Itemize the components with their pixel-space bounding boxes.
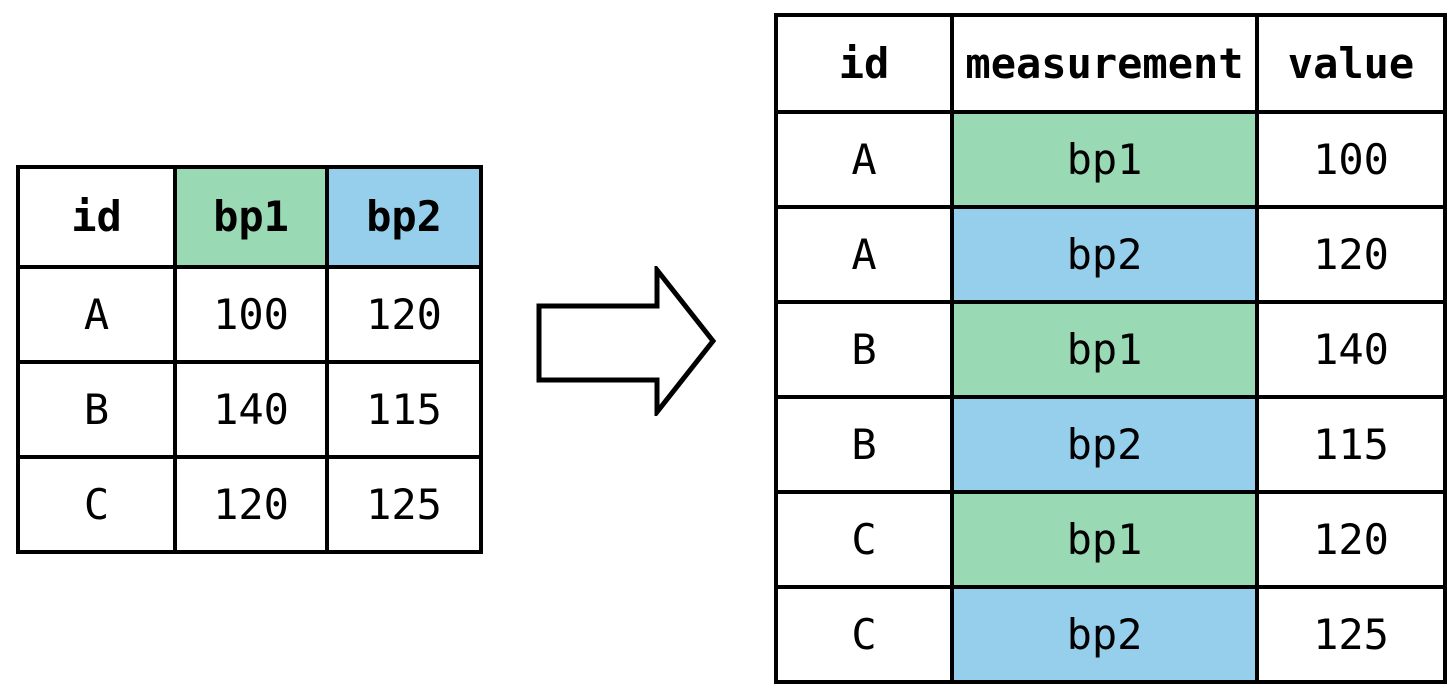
- long-cell-measurement: bp1: [950, 300, 1259, 399]
- wide-cell-c-bp2: 125: [325, 455, 483, 554]
- long-header-measurement: measurement: [950, 13, 1259, 114]
- long-cell-measurement: bp2: [950, 205, 1259, 304]
- long-table-row-b-bp2: B bp2 115: [774, 395, 1447, 494]
- wide-cell-a-bp1: 100: [173, 265, 329, 364]
- long-cell-value: 140: [1255, 300, 1447, 399]
- long-cell-id: B: [774, 395, 954, 494]
- long-cell-measurement: bp1: [950, 110, 1259, 209]
- long-header-id: id: [774, 13, 954, 114]
- long-table-header-row: id measurement value: [774, 13, 1447, 114]
- long-cell-value: 120: [1255, 490, 1447, 589]
- long-cell-id: C: [774, 585, 954, 684]
- wide-table-row-a: A 100 120: [16, 265, 483, 364]
- long-table-row-a-bp2: A bp2 120: [774, 205, 1447, 304]
- wide-header-id: id: [16, 165, 177, 269]
- wide-cell-id-c: C: [16, 455, 177, 554]
- long-table-row-b-bp1: B bp1 140: [774, 300, 1447, 399]
- wide-cell-b-bp2: 115: [325, 360, 483, 459]
- long-cell-measurement: bp1: [950, 490, 1259, 589]
- long-cell-value: 120: [1255, 205, 1447, 304]
- long-cell-id: A: [774, 110, 954, 209]
- wide-cell-b-bp1: 140: [173, 360, 329, 459]
- wide-table-row-b: B 140 115: [16, 360, 483, 459]
- wide-table-header-row: id bp1 bp2: [16, 165, 483, 269]
- wide-header-bp1: bp1: [173, 165, 329, 269]
- long-table-row-c-bp1: C bp1 120: [774, 490, 1447, 589]
- long-table-row-c-bp2: C bp2 125: [774, 585, 1447, 684]
- wide-cell-id-b: B: [16, 360, 177, 459]
- long-cell-value: 100: [1255, 110, 1447, 209]
- wide-cell-a-bp2: 120: [325, 265, 483, 364]
- long-table-row-a-bp1: A bp1 100: [774, 110, 1447, 209]
- long-cell-measurement: bp2: [950, 585, 1259, 684]
- long-table: id measurement value A bp1 100 A bp2 120…: [774, 13, 1447, 684]
- long-cell-value: 125: [1255, 585, 1447, 684]
- long-cell-id: B: [774, 300, 954, 399]
- long-cell-id: A: [774, 205, 954, 304]
- wide-cell-c-bp1: 120: [173, 455, 329, 554]
- long-header-value: value: [1255, 13, 1447, 114]
- long-cell-value: 115: [1255, 395, 1447, 494]
- long-cell-id: C: [774, 490, 954, 589]
- right-arrow-icon: [536, 266, 717, 416]
- wide-table: id bp1 bp2 A 100 120 B 140 115 C 120 125: [16, 165, 483, 554]
- wide-cell-id-a: A: [16, 265, 177, 364]
- long-cell-measurement: bp2: [950, 395, 1259, 494]
- wide-header-bp2: bp2: [325, 165, 483, 269]
- wide-table-row-c: C 120 125: [16, 455, 483, 554]
